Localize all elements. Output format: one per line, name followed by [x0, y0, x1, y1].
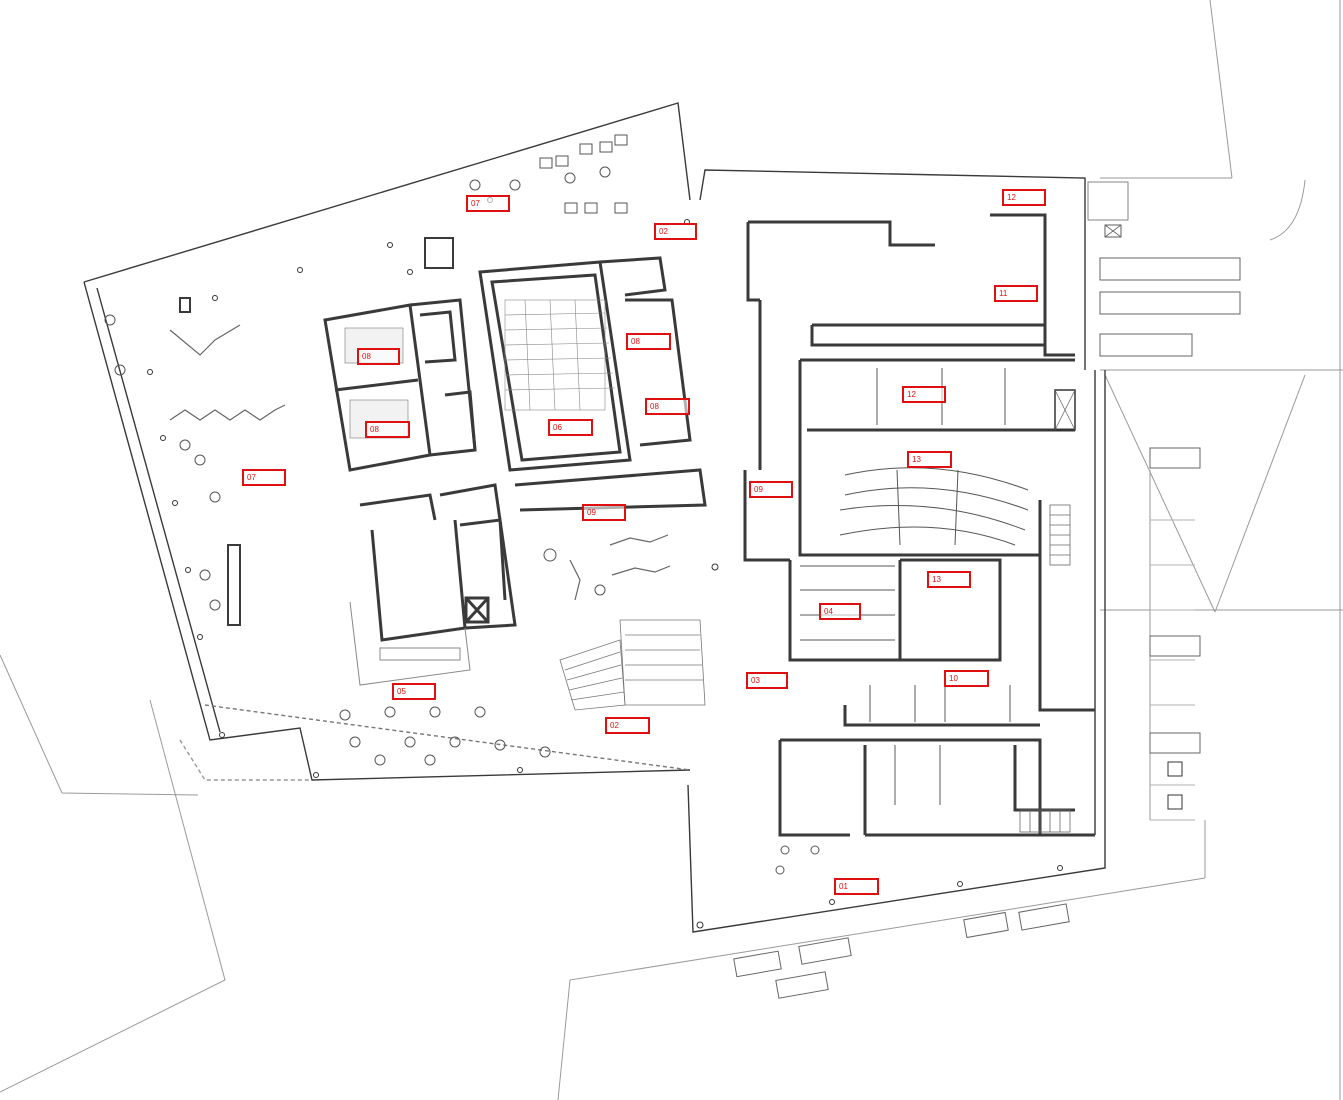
east-stairs: [1019, 181, 1129, 833]
truck-icon: [1099, 333, 1193, 357]
classroom-block: [323, 298, 477, 472]
room-label-08: 08: [626, 333, 671, 350]
room-label-01: 01: [834, 878, 879, 895]
kiosk-block: [349, 601, 471, 686]
car-icon: [1149, 732, 1201, 754]
room-label-03: 03: [746, 672, 788, 689]
accessible-parking-icon: [1167, 761, 1183, 810]
auditorium-seats: [504, 299, 616, 411]
east-wing-walls: [743, 213, 1095, 837]
room-label-02: 02: [654, 223, 697, 240]
car-icon: [775, 971, 829, 999]
room-label-04: 04: [819, 603, 861, 620]
room-label-09: 09: [582, 504, 626, 521]
vehicles: [733, 257, 1241, 999]
room-label-13: 13: [907, 451, 952, 468]
car-icon: [1149, 447, 1201, 469]
room-label-07: 07: [466, 195, 510, 212]
structural-columns: [147, 197, 1063, 929]
car-icon: [963, 911, 1009, 939]
car-icon: [733, 950, 782, 978]
room-label-07: 07: [242, 469, 286, 486]
furniture-tables: [104, 166, 820, 875]
room-label-06: 06: [548, 419, 593, 436]
room-label-05: 05: [392, 683, 436, 700]
room-label-12: 12: [1002, 189, 1046, 206]
car-icon: [1018, 903, 1070, 931]
west-wing-outline: [83, 102, 691, 781]
lounge-seating: [539, 134, 628, 214]
room-label-08: 08: [365, 421, 410, 438]
room-label-08: 08: [357, 348, 400, 365]
truck-icon: [1099, 257, 1241, 281]
room-label-09: 09: [749, 481, 793, 498]
car-icon: [1149, 635, 1201, 657]
auditorium-seating: [839, 467, 1029, 546]
room-label-02: 02: [605, 717, 650, 734]
truck-icon: [1099, 291, 1241, 315]
parking-stalls: [1150, 519, 1195, 821]
service-block: [359, 483, 517, 642]
classroom-seats: [344, 327, 409, 439]
room-label-08: 08: [645, 398, 690, 415]
room-label-13: 13: [927, 571, 971, 588]
room-label-10: 10: [944, 670, 989, 687]
room-label-11: 11: [994, 285, 1038, 302]
auditorium-block: [478, 256, 707, 512]
car-icon: [798, 937, 852, 965]
west-stairs: [559, 619, 706, 711]
room-label-12: 12: [902, 386, 946, 403]
landscape-features: [169, 237, 671, 626]
east-wing-outline: [687, 169, 1106, 933]
